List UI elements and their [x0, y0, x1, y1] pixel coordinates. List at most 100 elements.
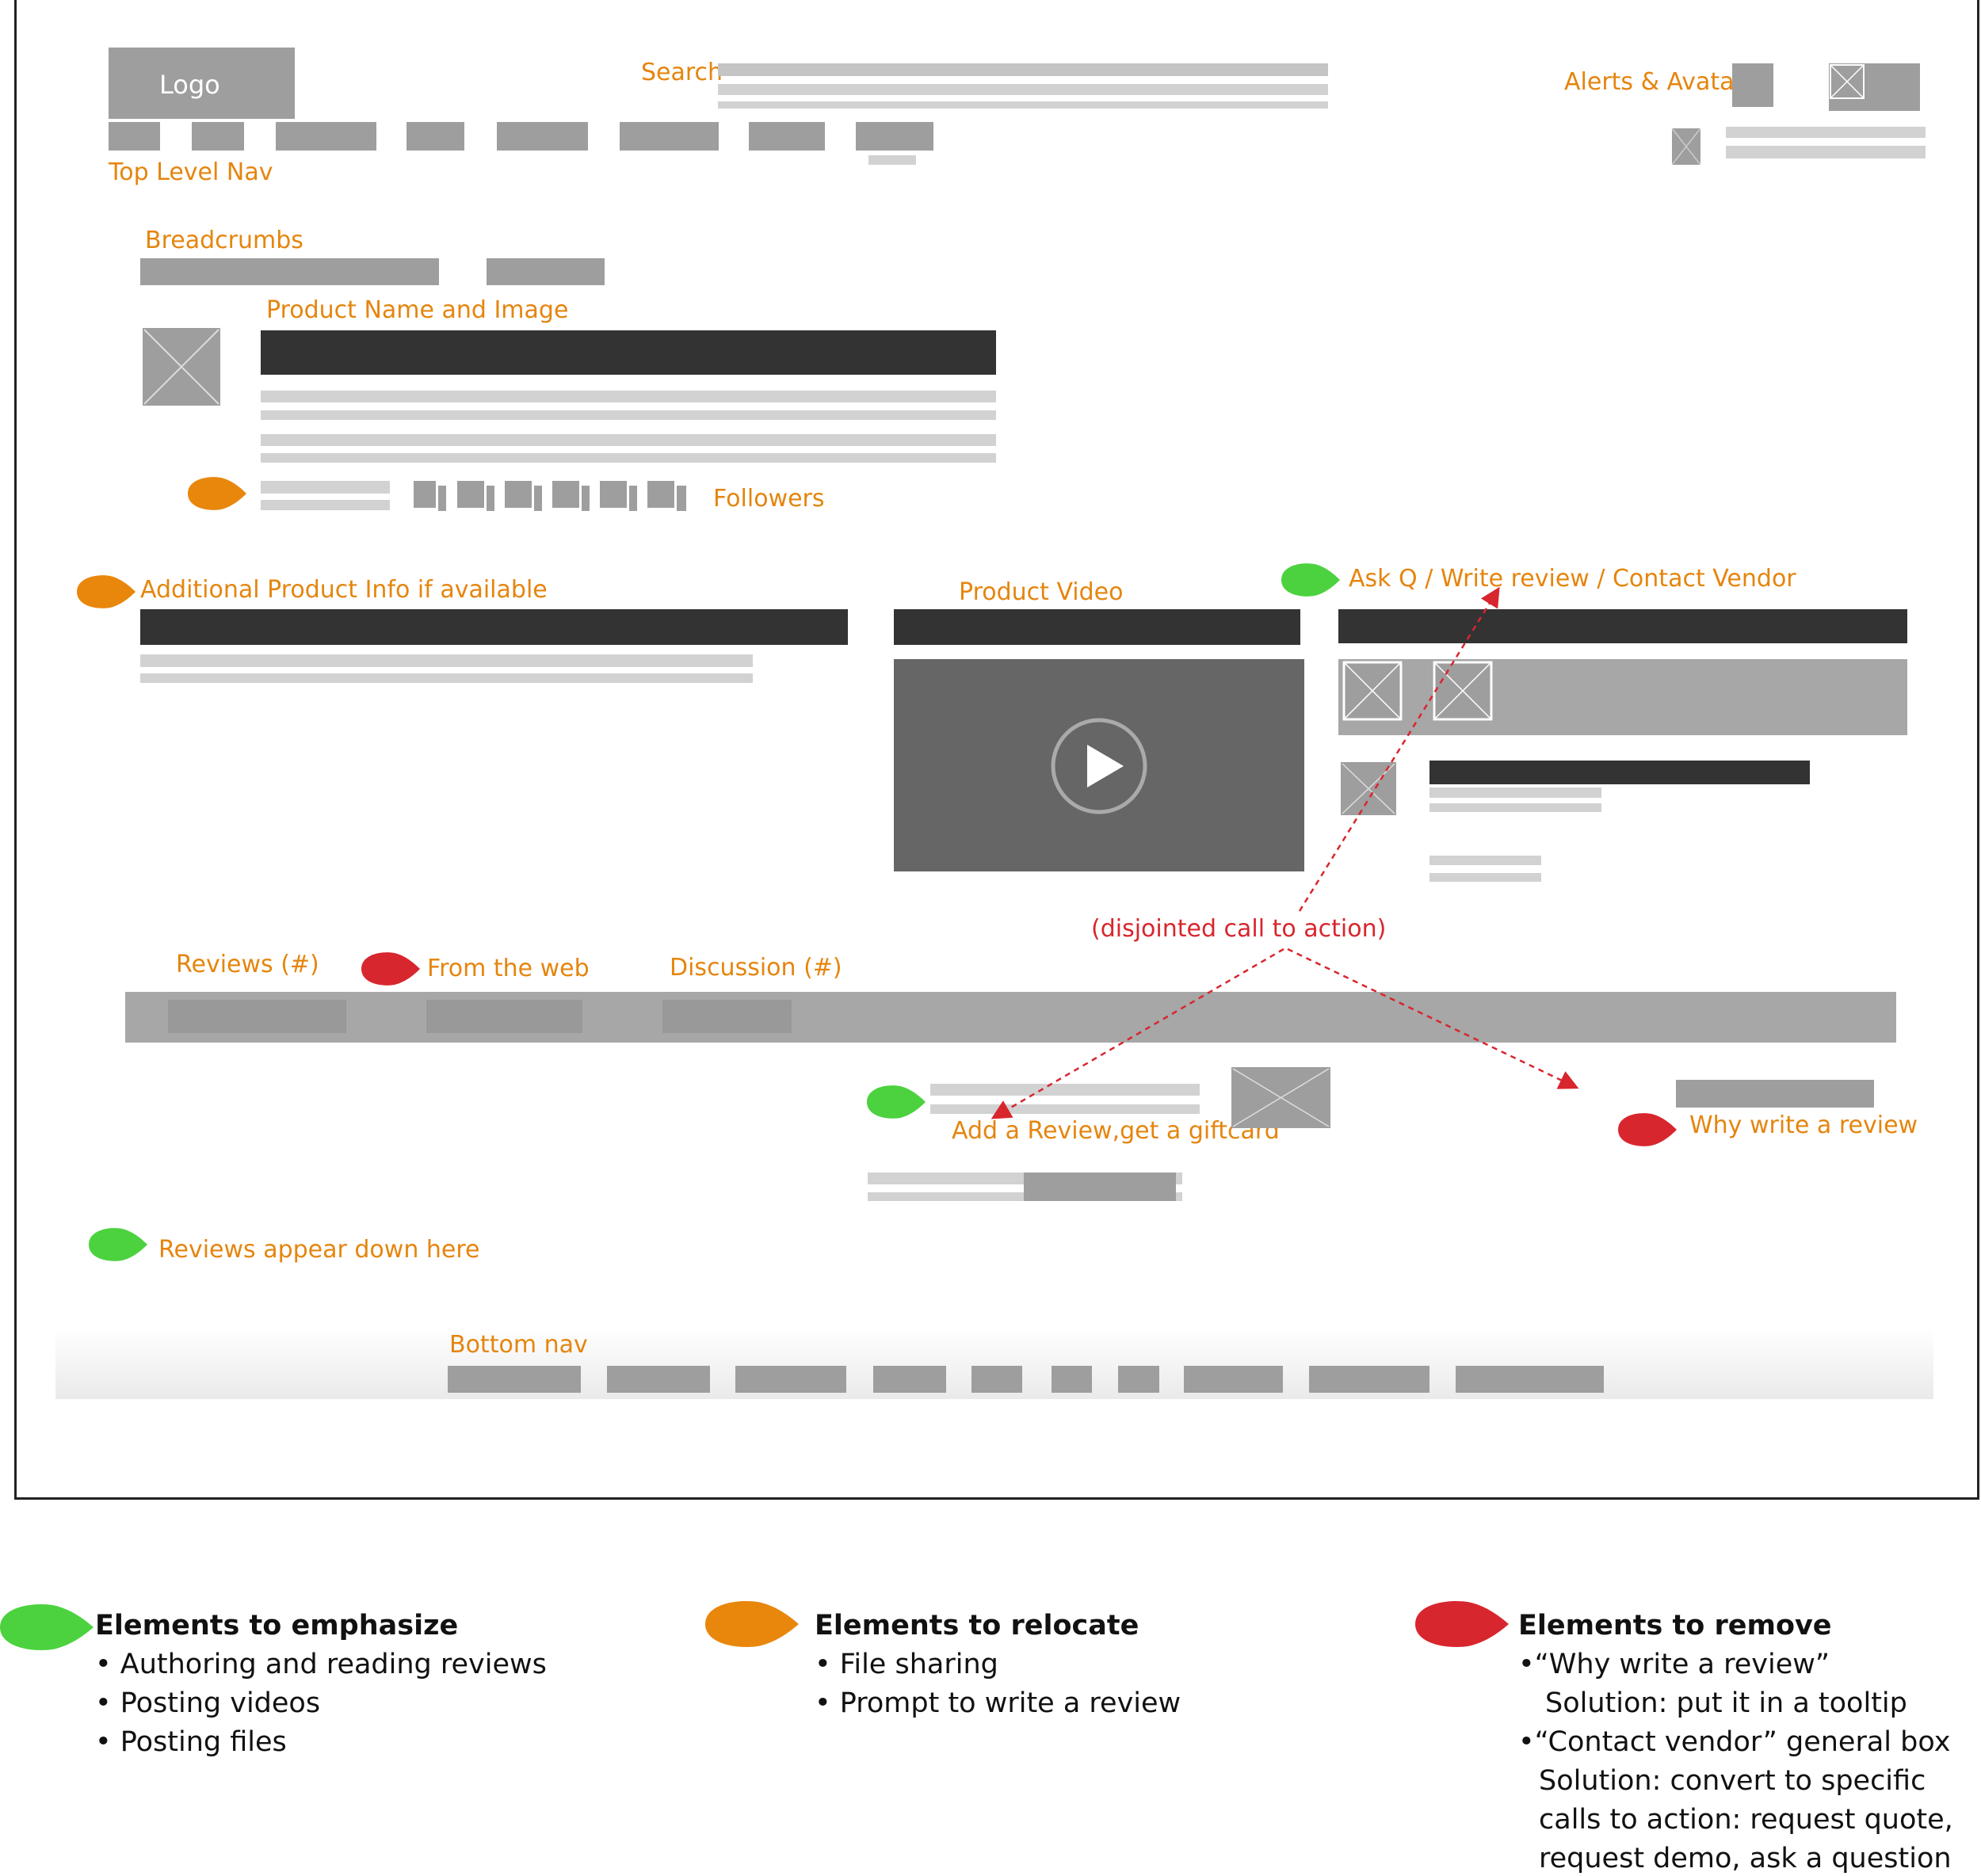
vendor-line-2	[1429, 803, 1601, 812]
remove-marker-icon	[361, 952, 420, 986]
submit-review-button[interactable]	[1024, 1172, 1176, 1201]
bottom-nav-item[interactable]	[448, 1366, 581, 1393]
follower-avatar	[438, 486, 446, 511]
remove-marker-icon	[1618, 1113, 1677, 1146]
breadcrumbs-label: Breadcrumbs	[145, 227, 303, 254]
add-review-line-1	[930, 1084, 1200, 1096]
additional-info-label: Additional Product Info if available	[140, 576, 548, 604]
legend-relocate-item: • Prompt to write a review	[815, 1687, 1181, 1719]
follower-avatar	[677, 486, 686, 511]
search-line-2	[718, 84, 1328, 95]
bottom-nav-item[interactable]	[1456, 1366, 1604, 1393]
bottom-nav-label: Bottom nav	[449, 1331, 588, 1359]
ask-q-image-icon-1[interactable]	[1342, 661, 1403, 721]
legend-remove-item: calls to action: request quote,	[1539, 1804, 1953, 1836]
search-label: Search	[641, 59, 723, 86]
nav-item-7[interactable]	[749, 122, 825, 151]
product-desc-line-4	[261, 453, 996, 463]
additional-info-line-2	[140, 673, 753, 683]
search-line-3	[718, 101, 1328, 109]
follower-avatar[interactable]	[600, 481, 627, 508]
legend-emphasize-item: • Posting files	[95, 1726, 287, 1758]
bottom-nav-item[interactable]	[971, 1366, 1022, 1393]
bottom-nav-item[interactable]	[1118, 1366, 1159, 1393]
product-title-bar	[261, 330, 996, 375]
product-name-image-label: Product Name and Image	[266, 296, 569, 324]
ask-q-tab-bar	[1338, 659, 1907, 735]
legend-emphasize-item: • Posting videos	[95, 1687, 321, 1719]
nav-item-8[interactable]	[856, 122, 933, 151]
follower-avatar	[487, 486, 494, 511]
vendor-line-1	[1429, 787, 1601, 798]
alerts-box[interactable]	[1732, 63, 1773, 107]
tab-discussion[interactable]	[662, 1000, 792, 1033]
why-write-label: Why write a review	[1689, 1111, 1918, 1139]
vendor-line-4	[1429, 873, 1541, 882]
avatar-image-icon[interactable]	[1829, 63, 1920, 111]
nav-item-3[interactable]	[276, 122, 376, 151]
additional-info-header-bar	[140, 609, 848, 645]
follower-avatar[interactable]	[552, 481, 579, 508]
tab-from-web[interactable]	[426, 1000, 582, 1033]
nav-item-4[interactable]	[407, 122, 464, 151]
breadcrumb-2[interactable]	[487, 258, 605, 285]
product-desc-line-3	[261, 434, 996, 446]
ask-q-header-bar	[1338, 609, 1907, 643]
product-image-icon	[143, 328, 220, 406]
ask-q-image-icon-2[interactable]	[1433, 661, 1493, 721]
giftcard-image-icon	[1231, 1067, 1330, 1128]
play-icon[interactable]	[1049, 716, 1149, 816]
follower-avatar	[629, 486, 637, 511]
legend-relocate-item: • File sharing	[815, 1649, 998, 1680]
product-video-label: Product Video	[959, 578, 1124, 606]
emphasize-marker-icon	[867, 1085, 926, 1119]
follower-avatar[interactable]	[457, 481, 484, 508]
bottom-nav-item[interactable]	[873, 1366, 946, 1393]
breadcrumb-1[interactable]	[140, 258, 439, 285]
user-line-1	[1726, 127, 1926, 138]
why-write-box[interactable]	[1676, 1080, 1874, 1108]
bottom-nav-item[interactable]	[1184, 1366, 1283, 1393]
legend-remove-item: request demo, ask a question	[1539, 1843, 1952, 1874]
bottom-nav-item[interactable]	[1052, 1366, 1092, 1393]
legend-relocate-title: Elements to relocate	[815, 1610, 1139, 1642]
additional-info-line-1	[140, 654, 753, 667]
bottom-nav-item[interactable]	[735, 1366, 846, 1393]
follower-avatars	[414, 481, 688, 511]
disjointed-cta-label: (disjointed call to action)	[1091, 915, 1387, 943]
legend-remove-item: •“Contact vendor” general box	[1518, 1726, 1951, 1758]
follower-avatar	[534, 486, 542, 511]
reviews-tab-label: Reviews (#)	[176, 951, 319, 978]
reviews-down-label: Reviews appear down here	[158, 1236, 480, 1264]
top-nav-label: Top Level Nav	[109, 158, 273, 186]
video-player[interactable]	[894, 659, 1304, 871]
follower-avatar[interactable]	[414, 481, 436, 508]
nav-item-6[interactable]	[620, 122, 719, 151]
tab-reviews[interactable]	[168, 1000, 346, 1033]
add-review-label[interactable]: Add a Review,get a giftcard	[952, 1117, 1280, 1145]
from-web-tab-label: From the web	[427, 955, 590, 982]
emphasize-marker-icon	[1281, 563, 1340, 597]
nav-subitem	[868, 155, 916, 165]
tabs-bar	[125, 992, 1896, 1043]
followers-line-1	[261, 481, 390, 494]
bottom-nav-item[interactable]	[607, 1366, 710, 1393]
legend-remove-item: Solution: put it in a tooltip	[1545, 1687, 1907, 1719]
nav-item-1[interactable]	[109, 122, 160, 151]
legend-emphasize-item: • Authoring and reading reviews	[95, 1649, 547, 1680]
relocate-legend-icon	[705, 1601, 799, 1647]
product-video-header-bar	[894, 609, 1300, 645]
nav-item-2[interactable]	[192, 122, 244, 151]
emphasize-marker-icon	[89, 1228, 147, 1261]
bottom-nav-item[interactable]	[1309, 1366, 1429, 1393]
wireframe-frame	[14, 0, 1979, 1500]
product-desc-line-2	[261, 410, 996, 420]
legend-remove-item: •“Why write a review”	[1518, 1649, 1830, 1680]
add-review-line-2	[930, 1104, 1200, 1114]
follower-avatar[interactable]	[505, 481, 532, 508]
search-bar[interactable]	[718, 63, 1328, 76]
logo-box: Logo	[109, 48, 295, 119]
emphasize-legend-icon	[0, 1604, 94, 1650]
follower-avatar[interactable]	[647, 481, 674, 508]
nav-item-5[interactable]	[497, 122, 588, 151]
